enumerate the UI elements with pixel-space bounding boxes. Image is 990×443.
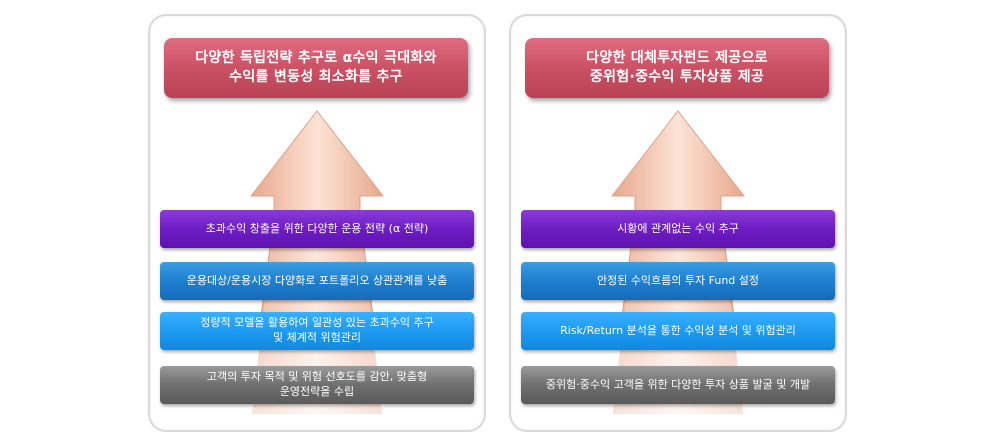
right-bar-market-independent: 시황에 관계없는 수익 추구: [521, 210, 835, 248]
left-bar-alpha-strategy: 초과수익 창출을 위한 다양한 운용 전략 (α 전략): [160, 210, 474, 248]
right-title-box: 다양한 대체투자펀드 제공으로 중위험·중수익 투자상품 제공: [525, 38, 829, 98]
right-bar-stable-fund: 안정된 수익흐름의 투자 Fund 설정: [521, 262, 835, 300]
right-bar-risk-return: Risk/Return 분석을 통한 수익성 분석 및 위험관리: [521, 312, 835, 350]
left-bar-quant-model: 정량적 모델을 활용하여 일관성 있는 초과수익 추구 및 체계적 위험관리: [160, 312, 474, 350]
left-title-line1: 다양한 독립전략 추구로 α수익 극대화와: [195, 50, 437, 67]
right-panel: 다양한 대체투자펀드 제공으로 중위험·중수익 투자상품 제공 시황에 관계없는…: [509, 14, 847, 432]
left-title-box: 다양한 독립전략 추구로 α수익 극대화와 수익률 변동성 최소화를 추구: [164, 38, 468, 98]
right-title-line2: 중위험·중수익 투자상품 제공: [589, 69, 765, 85]
right-bar-product-development: 중위험·중수익 고객을 위한 다양한 투자 상품 발굴 및 개발: [521, 366, 835, 404]
left-panel: 다양한 독립전략 추구로 α수익 극대화와 수익률 변동성 최소화를 추구 초과…: [148, 14, 486, 432]
left-bar-diversification: 운용대상/운용시장 다양화로 포트폴리오 상관관계를 낮춤: [160, 262, 474, 300]
right-title-line1: 다양한 대체투자펀드 제공으로: [586, 50, 768, 67]
left-title-line2: 수익률 변동성 최소화를 추구: [229, 69, 403, 85]
left-bar-custom-strategy: 고객의 투자 목적 및 위험 선호도를 감안, 맞춤형 운영전략을 수립: [160, 366, 474, 404]
